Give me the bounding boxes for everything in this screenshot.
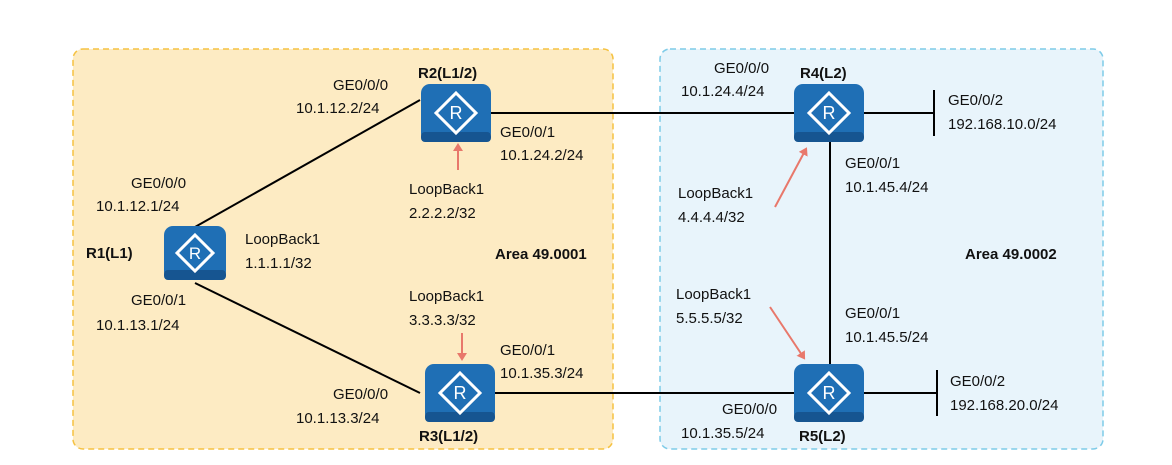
router-icon: R <box>425 364 495 422</box>
r1-loopback-label: LoopBack1 <box>245 231 320 248</box>
r4-ge000-ip: 10.1.24.4/24 <box>681 83 764 100</box>
router-icon: R <box>794 84 864 142</box>
r5-ge002-port: GE0/0/2 <box>950 373 1005 390</box>
r4-loopback-ip: 4.4.4.4/32 <box>678 209 745 226</box>
loopback-arrow-r5 <box>769 306 806 360</box>
r4-loopback-label: LoopBack1 <box>678 185 753 202</box>
r4-ge001-ip: 10.1.45.4/24 <box>845 179 928 196</box>
area-49-0001-box <box>72 48 614 450</box>
svg-text:R: R <box>823 383 836 403</box>
router-icon: R <box>164 226 226 280</box>
r1-ge001-port: GE0/0/1 <box>131 292 186 309</box>
area-49-0002-label: Area 49.0002 <box>965 246 1057 263</box>
r4-ge002-ip: 192.168.10.0/24 <box>948 116 1056 133</box>
router-r2-name: R2(L1/2) <box>418 65 477 82</box>
area-49-0002-box <box>659 48 1104 450</box>
svg-text:R: R <box>189 244 201 263</box>
svg-text:R: R <box>823 103 836 123</box>
r2-loopback-ip: 2.2.2.2/32 <box>409 205 476 222</box>
r1-ge000-port: GE0/0/0 <box>131 175 186 192</box>
router-icon: R <box>794 364 864 422</box>
r3-ge001-port: GE0/0/1 <box>500 342 555 359</box>
r2-ge000-ip: 10.1.12.2/24 <box>296 100 379 117</box>
router-r4-name: R4(L2) <box>800 65 847 82</box>
r5-ge000-port: GE0/0/0 <box>722 401 777 418</box>
router-r3-name: R3(L1/2) <box>419 428 478 445</box>
r1-loopback-ip: 1.1.1.1/32 <box>245 255 312 272</box>
router-r1-name: R1(L1) <box>86 245 133 262</box>
r2-ge001-port: GE0/0/1 <box>500 124 555 141</box>
r3-loopback-ip: 3.3.3.3/32 <box>409 312 476 329</box>
link-r1-r2 <box>194 99 421 228</box>
r2-loopback-label: LoopBack1 <box>409 181 484 198</box>
r5-ge001-port: GE0/0/1 <box>845 305 900 322</box>
router-r3: R <box>425 364 495 422</box>
r4-ge001-port: GE0/0/1 <box>845 155 900 172</box>
router-icon: R <box>421 84 491 142</box>
r2-ge000-port: GE0/0/0 <box>333 77 388 94</box>
r4-ge000-port: GE0/0/0 <box>714 60 769 77</box>
router-r1: R <box>164 226 226 280</box>
svg-text:R: R <box>454 383 467 403</box>
router-r2: R <box>421 84 491 142</box>
r5-loopback-label: LoopBack1 <box>676 286 751 303</box>
r3-loopback-label: LoopBack1 <box>409 288 484 305</box>
r1-ge000-ip: 10.1.12.1/24 <box>96 198 179 215</box>
router-r5: R <box>794 364 864 422</box>
router-r4: R <box>794 84 864 142</box>
r5-ge001-ip: 10.1.45.5/24 <box>845 329 928 346</box>
r5-loopback-ip: 5.5.5.5/32 <box>676 310 743 327</box>
r3-ge000-ip: 10.1.13.3/24 <box>296 410 379 427</box>
r5-ge002-ip: 192.168.20.0/24 <box>950 397 1058 414</box>
r1-ge001-ip: 10.1.13.1/24 <box>96 317 179 334</box>
area-49-0001-label: Area 49.0001 <box>495 246 587 263</box>
r2-ge001-ip: 10.1.24.2/24 <box>500 147 583 164</box>
router-r5-name: R5(L2) <box>799 428 846 445</box>
r5-ge000-ip: 10.1.35.5/24 <box>681 425 764 442</box>
r3-ge001-ip: 10.1.35.3/24 <box>500 365 583 382</box>
svg-text:R: R <box>450 103 463 123</box>
r3-ge000-port: GE0/0/0 <box>333 386 388 403</box>
link-r1-r3 <box>194 282 421 394</box>
loopback-arrow-r4 <box>774 147 808 208</box>
r4-ge002-port: GE0/0/2 <box>948 92 1003 109</box>
